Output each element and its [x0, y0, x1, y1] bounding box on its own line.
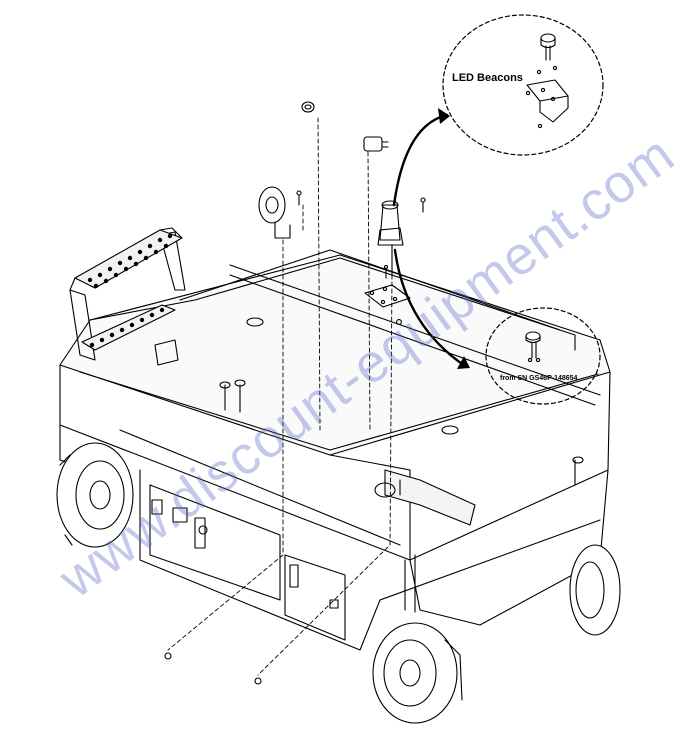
- mounting-screws: [164, 190, 302, 685]
- serial-number-label: from SN GS46P-148654: [500, 375, 578, 382]
- ladder-tread-pattern: [87, 233, 173, 348]
- wheel-front-right: [372, 622, 463, 724]
- leader-lines: [167, 117, 393, 676]
- deck-bracket: [374, 469, 476, 526]
- wheel-rear-right: [569, 544, 621, 636]
- deck-slots: [246, 317, 459, 435]
- ground-control-panel: [149, 484, 346, 641]
- wheel-front-left: [56, 442, 134, 548]
- led-beacon-detail: [525, 33, 569, 129]
- horn-alarm: [258, 186, 291, 239]
- beacon-mount-plate: [364, 264, 411, 325]
- callout-arrows: [392, 113, 467, 368]
- lift-posts: [154, 339, 584, 613]
- grommet: [301, 101, 315, 113]
- arrow-heads: [438, 108, 470, 369]
- connector-plug: [363, 136, 389, 152]
- beacon-unit: [377, 197, 426, 276]
- callout-circles: [442, 14, 604, 405]
- beacon-detail-serial: [525, 331, 541, 363]
- led-beacons-label: LED Beacons: [452, 72, 523, 84]
